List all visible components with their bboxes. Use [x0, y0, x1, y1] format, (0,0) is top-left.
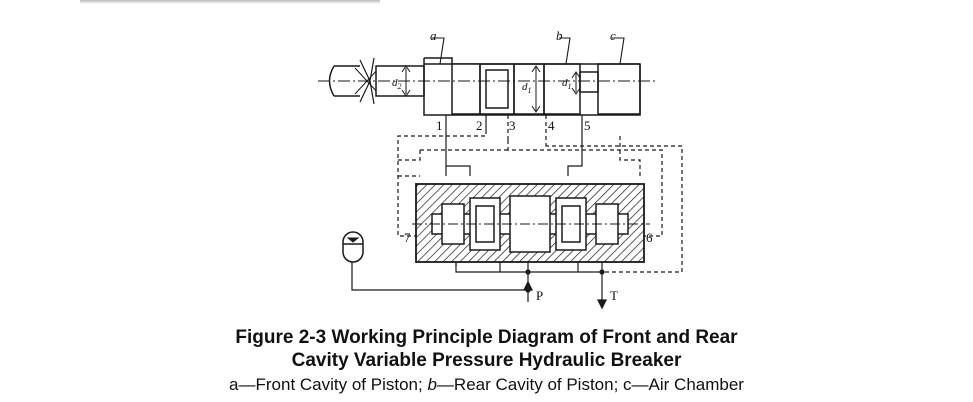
cylinder-body — [318, 57, 655, 116]
port-lines — [397, 115, 683, 273]
tank-line-label: T — [610, 288, 618, 303]
accumulator-symbol — [342, 231, 364, 263]
flow-arrows — [522, 280, 608, 310]
port-label-3: 3 — [509, 118, 516, 133]
port-label-5: 5 — [584, 118, 591, 133]
port-label-6: 6 — [646, 230, 653, 245]
legend-text-a: —Front Cavity of Piston; — [238, 375, 428, 394]
dimension-label-d1: d1 — [522, 81, 532, 95]
cavity-label-a: a — [430, 28, 437, 43]
hydraulic-breaker-diagram: a b c 1 2 3 4 5 6 7 d2 d1 d1 P T — [318, 28, 683, 310]
legend-key-b: b — [427, 375, 437, 394]
cavity-label-c: c — [610, 28, 616, 43]
figure-caption-title: Figure 2-3 Working Principle Diagram of … — [0, 326, 973, 372]
dimension-label-d1-small: d1 — [562, 77, 572, 91]
pressure-line-label: P — [536, 288, 543, 303]
cavity-label-b: b — [556, 28, 563, 43]
cropped-text-fragment — [80, 0, 380, 4]
legend-key-a: a — [229, 375, 239, 394]
legend-text-b: —Rear Cavity of Piston; c—Air Chamber — [436, 375, 744, 394]
dimension-label-d2: d2 — [392, 77, 402, 91]
dimension-markers — [401, 65, 581, 113]
port-label-7: 7 — [404, 230, 411, 245]
cavity-leaders — [432, 37, 625, 65]
port-label-2: 2 — [476, 118, 483, 133]
port-label-4: 4 — [548, 118, 555, 133]
figure-caption-legend: a—Front Cavity of Piston; b—Rear Cavity … — [0, 374, 973, 396]
control-valve — [412, 183, 650, 263]
port-label-1: 1 — [436, 118, 443, 133]
caption-title-line-1: Figure 2-3 Working Principle Diagram of … — [235, 327, 738, 348]
caption-title-line-2: Cavity Variable Pressure Hydraulic Break… — [291, 350, 682, 371]
supply-return-lines — [351, 262, 603, 302]
